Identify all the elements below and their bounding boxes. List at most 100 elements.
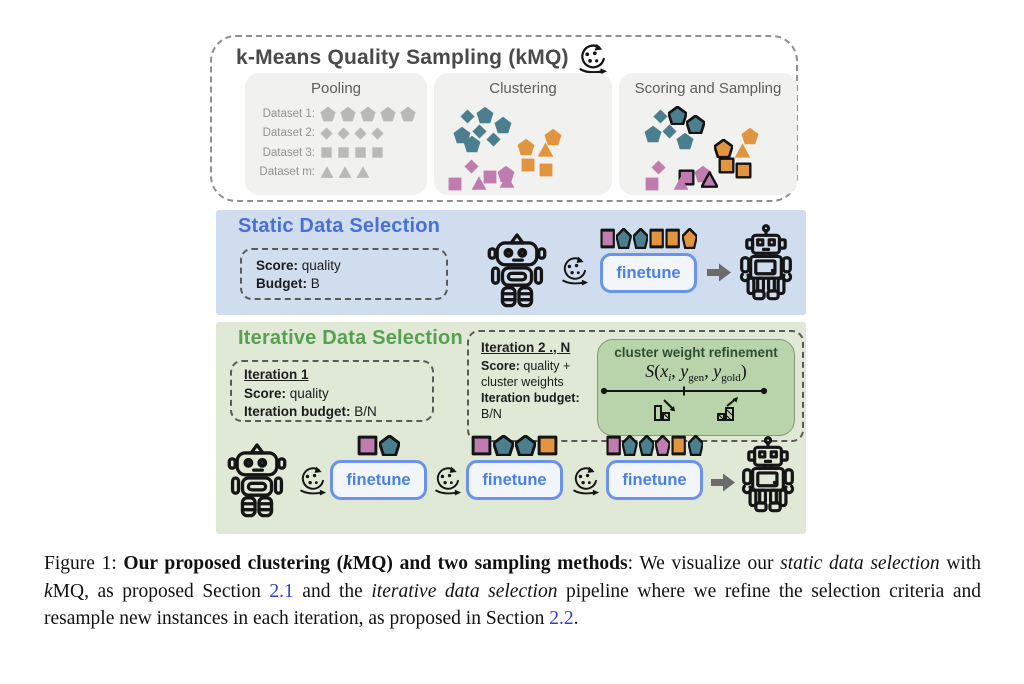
kmq-cycle-icon xyxy=(556,254,590,286)
orange-triangle xyxy=(537,141,554,158)
orange-square-selected xyxy=(735,162,752,179)
selected-samples-row xyxy=(600,228,697,250)
gray-triangle xyxy=(356,165,370,179)
caption-text: k xyxy=(44,580,53,602)
orange-square xyxy=(520,157,536,173)
scoring-sampling-label: Scoring and Sampling xyxy=(634,80,782,97)
caption-text: iterative data selection xyxy=(371,580,558,602)
caption-text: S xyxy=(645,361,655,381)
config-line: cluster weights xyxy=(481,375,564,389)
config-line: Score: quality + xyxy=(481,359,571,373)
caption-text: static data selection xyxy=(780,553,940,574)
pooling-box: Pooling Dataset 1:Dataset 2:Dataset 3:Da… xyxy=(245,73,427,195)
kmq-panel-title: k-Means Quality Sampling (kMQ) xyxy=(236,46,569,69)
teal-pentagon xyxy=(494,116,512,134)
pooling-label: Pooling xyxy=(310,80,362,97)
iteration-2-samples-row xyxy=(466,435,563,457)
static-finetune-group: finetune xyxy=(600,228,697,293)
cluster-weight-refinement-title: cluster weight refinement xyxy=(614,345,778,360)
right-arrow-icon xyxy=(706,262,732,283)
teal-pentagon-sample xyxy=(493,435,514,456)
config-line: Budget: B xyxy=(256,276,320,291)
dataset-row: Dataset 1: xyxy=(253,104,423,124)
orange-pentagon xyxy=(741,127,759,145)
config-line: Score: quality xyxy=(256,258,341,273)
teal-pentagon xyxy=(676,132,694,150)
caption-text: : We visualize our xyxy=(627,553,781,574)
orange-pentagon-selected xyxy=(714,139,733,158)
orange-square-sample xyxy=(665,228,681,249)
pink-diamond xyxy=(464,159,479,174)
caption-text: , xyxy=(704,361,714,381)
clustering-cycle-icon xyxy=(572,41,610,75)
figure-caption: Figure 1: Our proposed clustering (kMQ) … xyxy=(44,550,981,633)
gray-pentagon xyxy=(380,106,396,122)
gray-diamond xyxy=(354,127,367,140)
gray-square xyxy=(354,146,367,159)
cluster-weight-refinement-box: cluster weight refinement S(xi, ygen, yg… xyxy=(597,339,795,436)
pink-square-sample xyxy=(600,228,615,249)
iteration-1-samples-row xyxy=(330,435,427,457)
kmq-cycle-icon xyxy=(567,464,601,496)
gray-pentagon xyxy=(340,106,356,122)
gray-triangle xyxy=(320,165,334,179)
iteration-2-finetune-group: finetune xyxy=(466,435,563,500)
teal-pentagon xyxy=(476,106,494,124)
finetune-box: finetune xyxy=(330,460,427,500)
teal-pentagon-sample xyxy=(632,228,648,249)
kmq-cycle-icon xyxy=(294,464,328,496)
gray-square xyxy=(320,146,333,159)
orange-triangle xyxy=(734,142,751,159)
pink-square xyxy=(482,169,498,185)
gray-pentagon xyxy=(360,106,376,122)
caption-text: Our proposed clustering ( xyxy=(123,553,344,574)
pink-triangle xyxy=(499,173,515,189)
teal-diamond xyxy=(653,109,668,124)
caption-text: ( xyxy=(654,361,661,381)
teal-pentagon-sample xyxy=(638,435,654,456)
orange-pentagon-sample xyxy=(681,228,697,249)
caption-text: x xyxy=(660,361,669,381)
orange-pentagon xyxy=(517,138,535,156)
caption-text: y xyxy=(713,361,722,381)
teal-diamond xyxy=(486,132,501,147)
section-link[interactable]: 2.1 xyxy=(269,580,294,602)
iteration-2-N-title: Iteration 2 ., N xyxy=(481,340,571,355)
pink-pentagon xyxy=(497,165,515,183)
teal-pentagon-sample xyxy=(616,228,632,249)
gray-square xyxy=(371,146,384,159)
orange-square-sample xyxy=(671,435,687,456)
caption-text: gen xyxy=(688,372,705,384)
orange-square-sample xyxy=(537,435,558,456)
caption-text: Figure 1: xyxy=(44,553,124,574)
right-arrow-icon xyxy=(710,472,736,493)
pink-diamond xyxy=(651,160,666,175)
iterative-selection-title: Iterative Data Selection xyxy=(238,327,463,349)
section-link[interactable]: 2.2 xyxy=(549,608,574,629)
pink-square-sample xyxy=(357,435,378,456)
orange-pentagon xyxy=(544,128,562,146)
finetune-box: finetune xyxy=(466,460,563,500)
teal-pentagon-sample xyxy=(622,435,638,456)
dataset-label: Dataset m: xyxy=(259,166,315,179)
dataset-row: Dataset 2: xyxy=(253,124,423,144)
iterative-selection-panel: Iterative Data Selection Iteration 1 Sco… xyxy=(216,322,806,534)
gray-triangle xyxy=(338,165,352,179)
dataset-row: Dataset m: xyxy=(253,163,423,183)
dataset-label: Dataset 2: xyxy=(262,127,315,140)
gray-pentagon xyxy=(320,106,336,122)
teal-pentagon-sample xyxy=(379,435,400,456)
robot-icon xyxy=(484,228,550,314)
caption-text: . xyxy=(573,608,579,629)
dataset-label: Dataset 1: xyxy=(262,107,315,120)
gray-square xyxy=(337,146,350,159)
teal-pentagon-selected xyxy=(668,106,687,125)
teal-diamond xyxy=(472,124,487,139)
kmq-panel-header: k-Means Quality Sampling (kMQ) xyxy=(236,41,610,75)
